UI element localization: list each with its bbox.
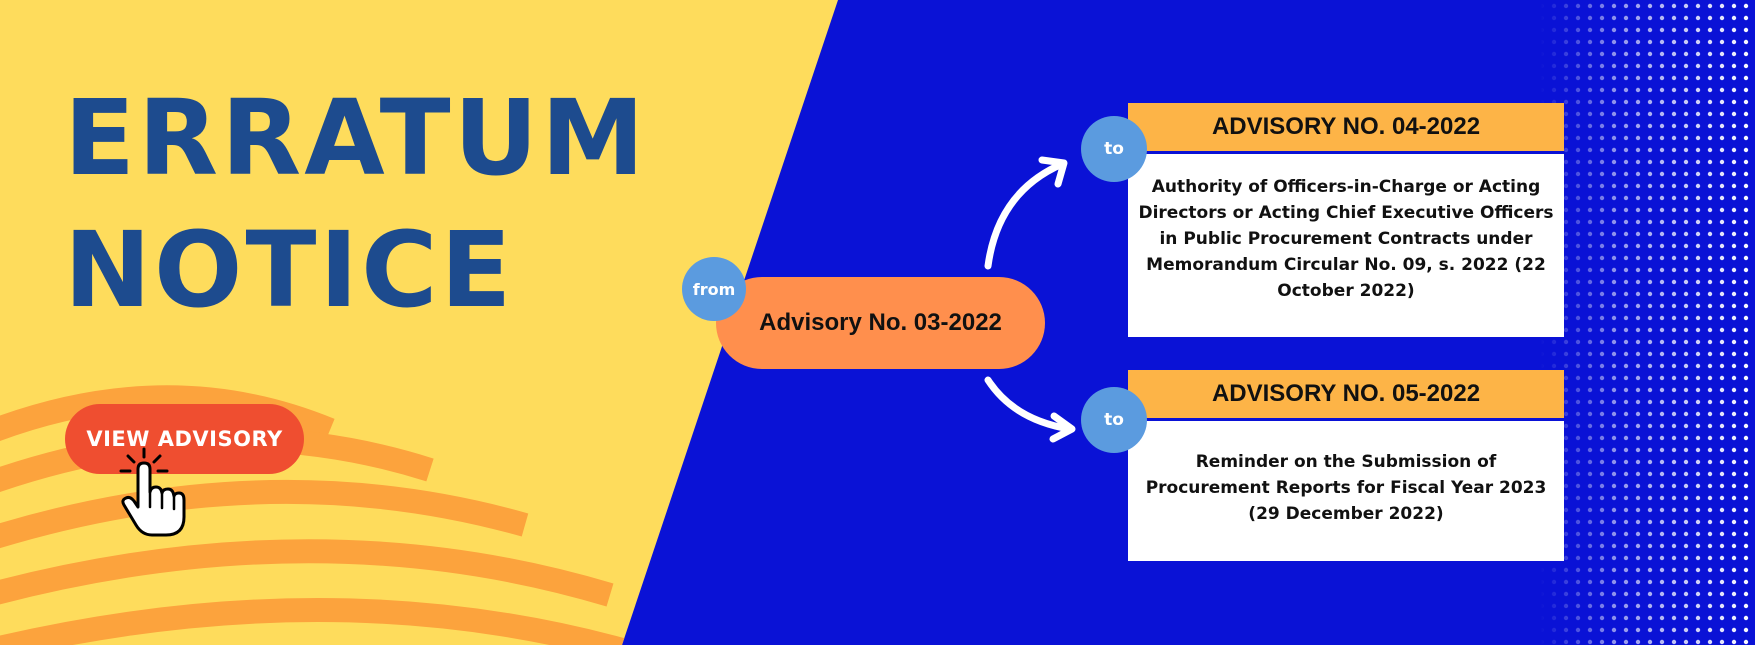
to-badge: to [1081, 116, 1147, 182]
from-badge: from [682, 257, 746, 321]
source-advisory-pill: Advisory No. 03-2022 [716, 277, 1045, 369]
card-description: Reminder on the Submission of Procuremen… [1145, 452, 1547, 524]
halftone-dots [1540, 0, 1755, 645]
curved-arrow-icon [984, 376, 1074, 433]
card-description: Authority of Officers-in-Charge or Actin… [1138, 177, 1554, 301]
view-advisory-button[interactable]: VIEW ADVISORY [65, 404, 304, 474]
arrow-head-down [1049, 412, 1076, 443]
target-advisory-card: ADVISORY NO. 04-2022 Authority of Office… [1128, 103, 1564, 337]
page-title: ERRATUM NOTICE [64, 77, 648, 331]
target-advisory-card: ADVISORY NO. 05-2022 Reminder on the Sub… [1128, 370, 1564, 561]
arrow-head-up [1038, 156, 1068, 188]
to-badge: to [1081, 387, 1147, 453]
pointing-hand-icon [119, 447, 186, 537]
curved-arrow-icon [984, 160, 1066, 270]
card-heading: ADVISORY NO. 04-2022 [1128, 103, 1564, 154]
card-heading: ADVISORY NO. 05-2022 [1128, 370, 1564, 421]
